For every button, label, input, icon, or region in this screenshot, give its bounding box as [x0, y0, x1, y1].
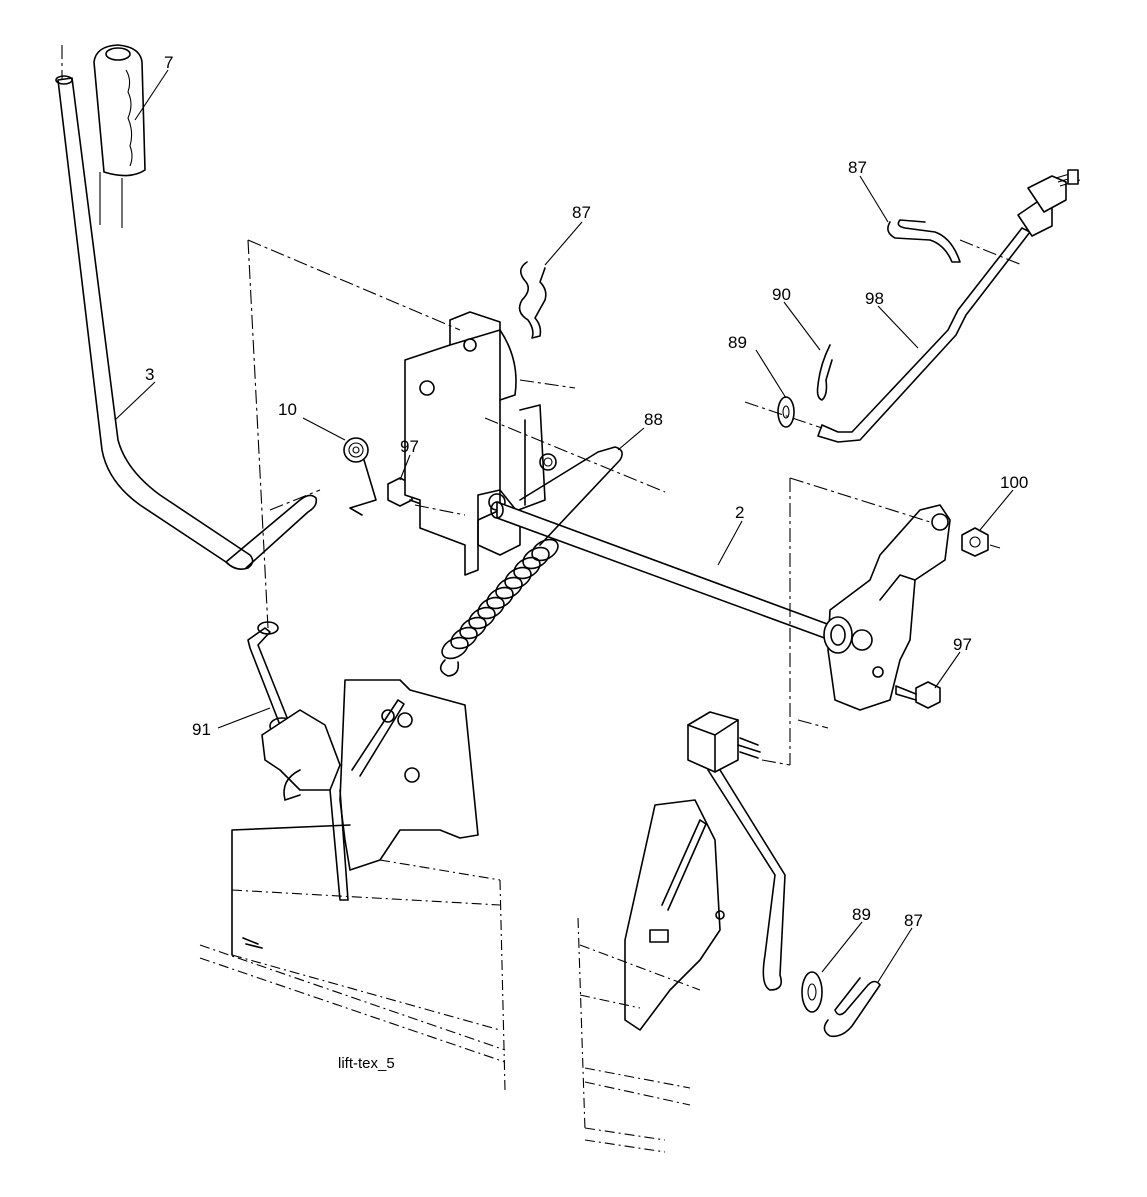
- left-hanger-bracket: [261, 679, 479, 901]
- part-87-hairpin-clip-lower: [823, 977, 881, 1038]
- center-lines: [247, 239, 1023, 766]
- part-87-hairpin-clip-upper: [518, 261, 547, 339]
- callout-97-upper: 97: [400, 437, 419, 456]
- part-100-nut: [961, 527, 989, 557]
- callout-91: 91: [192, 720, 211, 739]
- right-hanger-bar: [624, 711, 786, 1031]
- callout-10: 10: [278, 400, 297, 419]
- callout-98: 98: [865, 289, 884, 308]
- lift-bracket: [404, 311, 557, 576]
- callout-88: 88: [644, 410, 663, 429]
- callout-7: 7: [164, 53, 173, 72]
- part-3-lift-lever: [55, 45, 318, 570]
- callout-97-lower: 97: [953, 635, 972, 654]
- leader-lines: [114, 69, 1014, 983]
- callout-100: 100: [1000, 473, 1028, 492]
- callout-3: 3: [145, 365, 154, 384]
- extension-spring: [439, 538, 559, 677]
- callout-90: 90: [772, 285, 791, 304]
- part-10-torsion-spring: [343, 437, 377, 516]
- part-89-washer-upper: [777, 396, 795, 428]
- callout-87-upper: 87: [572, 203, 591, 222]
- part-98-adjust-rod: [817, 169, 1081, 443]
- deck-outline-right: [577, 917, 701, 1153]
- callout-89-lower: 89: [852, 905, 871, 924]
- part-90-cotter-pin: [816, 344, 833, 401]
- callout-87-right: 87: [848, 158, 867, 177]
- callout-87-lower: 87: [904, 911, 923, 930]
- part-7-handle-grip: [93, 44, 146, 228]
- callout-2: 2: [735, 503, 744, 522]
- part-91-link: [247, 621, 295, 735]
- callout-89-upper: 89: [728, 333, 747, 352]
- right-lift-arm: [823, 504, 951, 711]
- part-97-bolt-lower: [895, 681, 941, 709]
- diagram-caption: lift-tex_5: [338, 1055, 395, 1072]
- part-2-cross-shaft: [490, 501, 831, 641]
- part-87-hairpin-clip-right: [887, 219, 961, 263]
- part-89-washer-lower: [801, 971, 823, 1013]
- deck-outline-left: [199, 824, 506, 1091]
- part-88-spring-rod: [519, 446, 623, 546]
- callout-labels: 7 3 10 97 87 88 2 87 90 98 89 100 97 91 …: [145, 53, 1028, 1072]
